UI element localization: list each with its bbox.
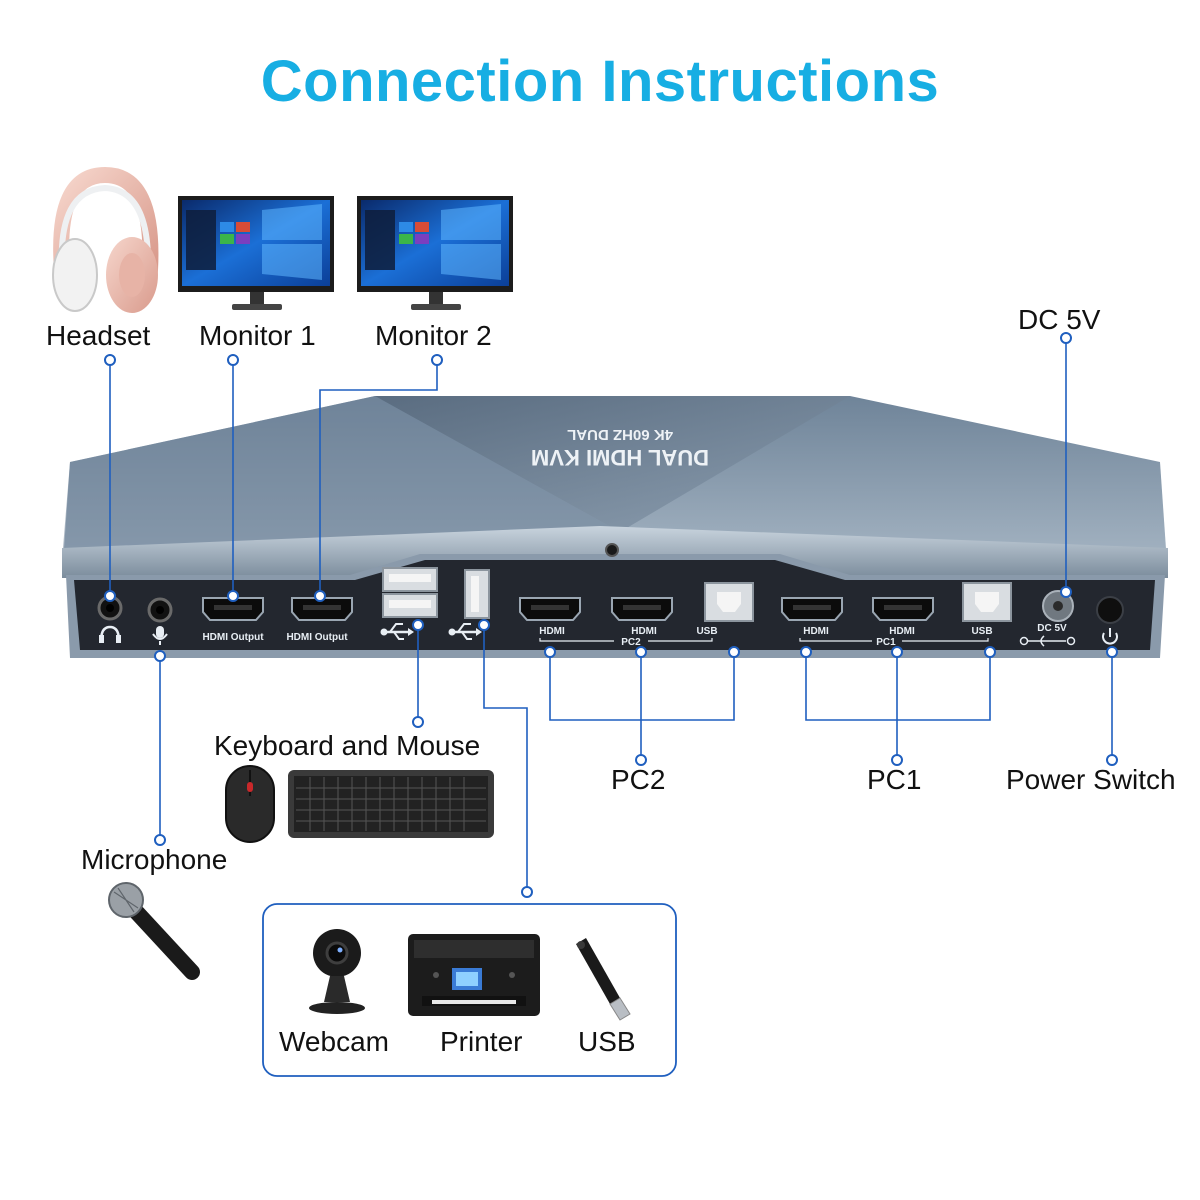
headset-image bbox=[52, 166, 159, 313]
hdmi-output-label-2: HDMI Output bbox=[286, 632, 348, 643]
device-name: DUAL HDMI KVM bbox=[531, 445, 709, 470]
pc1-hdmi-label-2: HDMI bbox=[889, 626, 915, 637]
pc1-group-label: PC1 bbox=[876, 637, 896, 648]
headphone-icon bbox=[99, 625, 121, 643]
mouse-image bbox=[225, 765, 275, 843]
keyboard-image bbox=[288, 770, 494, 838]
pc2-hdmi-port-1 bbox=[519, 597, 581, 621]
connector-dots bbox=[104, 332, 1118, 898]
printer-image bbox=[408, 934, 540, 1016]
device-spec: 4K 60HZ DUAL bbox=[567, 426, 673, 443]
dc-port-label: DC 5V bbox=[1037, 623, 1067, 634]
microphone-icon bbox=[152, 626, 168, 645]
monitor-2-image bbox=[357, 196, 513, 310]
usb-a-ports-stacked bbox=[382, 567, 438, 618]
printer-label: Printer bbox=[440, 1026, 523, 1057]
pc1-usb-b-port bbox=[962, 582, 1012, 622]
page-title: Connection Instructions bbox=[260, 49, 940, 114]
pc1-hdmi-port-2 bbox=[872, 597, 934, 621]
pc1-label: PC1 bbox=[867, 764, 922, 795]
headphone-jack bbox=[97, 595, 123, 621]
hdmi-output-port-1 bbox=[202, 597, 264, 621]
dc-5v-label: DC 5V bbox=[1018, 304, 1101, 335]
hdmi-output-port-2 bbox=[291, 597, 353, 621]
dc-power-jack bbox=[1042, 590, 1074, 622]
power-icon bbox=[1102, 628, 1118, 645]
pc2-hdmi-port-2 bbox=[611, 597, 673, 621]
monitor-1-image bbox=[178, 196, 334, 310]
usb-icon bbox=[448, 623, 482, 640]
webcam-image bbox=[309, 929, 365, 1014]
pc2-hdmi-label-2: HDMI bbox=[631, 626, 657, 637]
power-switch-label: Power Switch bbox=[1006, 764, 1176, 795]
usb-a-port-vertical bbox=[464, 569, 490, 619]
pc2-group-label: PC2 bbox=[621, 637, 641, 648]
webcam-label: Webcam bbox=[279, 1026, 389, 1057]
pc1-hdmi-port-1 bbox=[781, 597, 843, 621]
usb-drive-image bbox=[576, 938, 631, 1021]
keyboard-mouse-label: Keyboard and Mouse bbox=[214, 730, 481, 761]
power-button bbox=[1096, 596, 1124, 624]
pc2-usb-b-port bbox=[704, 582, 754, 622]
pc2-label: PC2 bbox=[611, 764, 666, 795]
microphone-label: Microphone bbox=[81, 844, 228, 875]
usb-icon bbox=[380, 623, 414, 640]
connector-lines bbox=[109, 338, 1113, 892]
dc-polarity-icon bbox=[1019, 635, 1076, 647]
kvm-device: DUAL HDMI KVM 4K 60HZ DUAL bbox=[62, 396, 1168, 658]
pc2-usb-label: USB bbox=[696, 626, 717, 637]
microphone-image bbox=[108, 882, 200, 980]
microphone-jack bbox=[147, 597, 173, 623]
pc2-hdmi-label-1: HDMI bbox=[539, 626, 565, 637]
monitor-2-label: Monitor 2 bbox=[375, 320, 492, 351]
pc1-usb-label: USB bbox=[971, 626, 992, 637]
pc1-hdmi-label-1: HDMI bbox=[803, 626, 829, 637]
usb-label: USB bbox=[578, 1026, 636, 1057]
peripheral-group-box bbox=[262, 903, 677, 1077]
headset-label: Headset bbox=[46, 320, 151, 351]
hdmi-output-label-1: HDMI Output bbox=[202, 632, 264, 643]
monitor-1-label: Monitor 1 bbox=[199, 320, 316, 351]
